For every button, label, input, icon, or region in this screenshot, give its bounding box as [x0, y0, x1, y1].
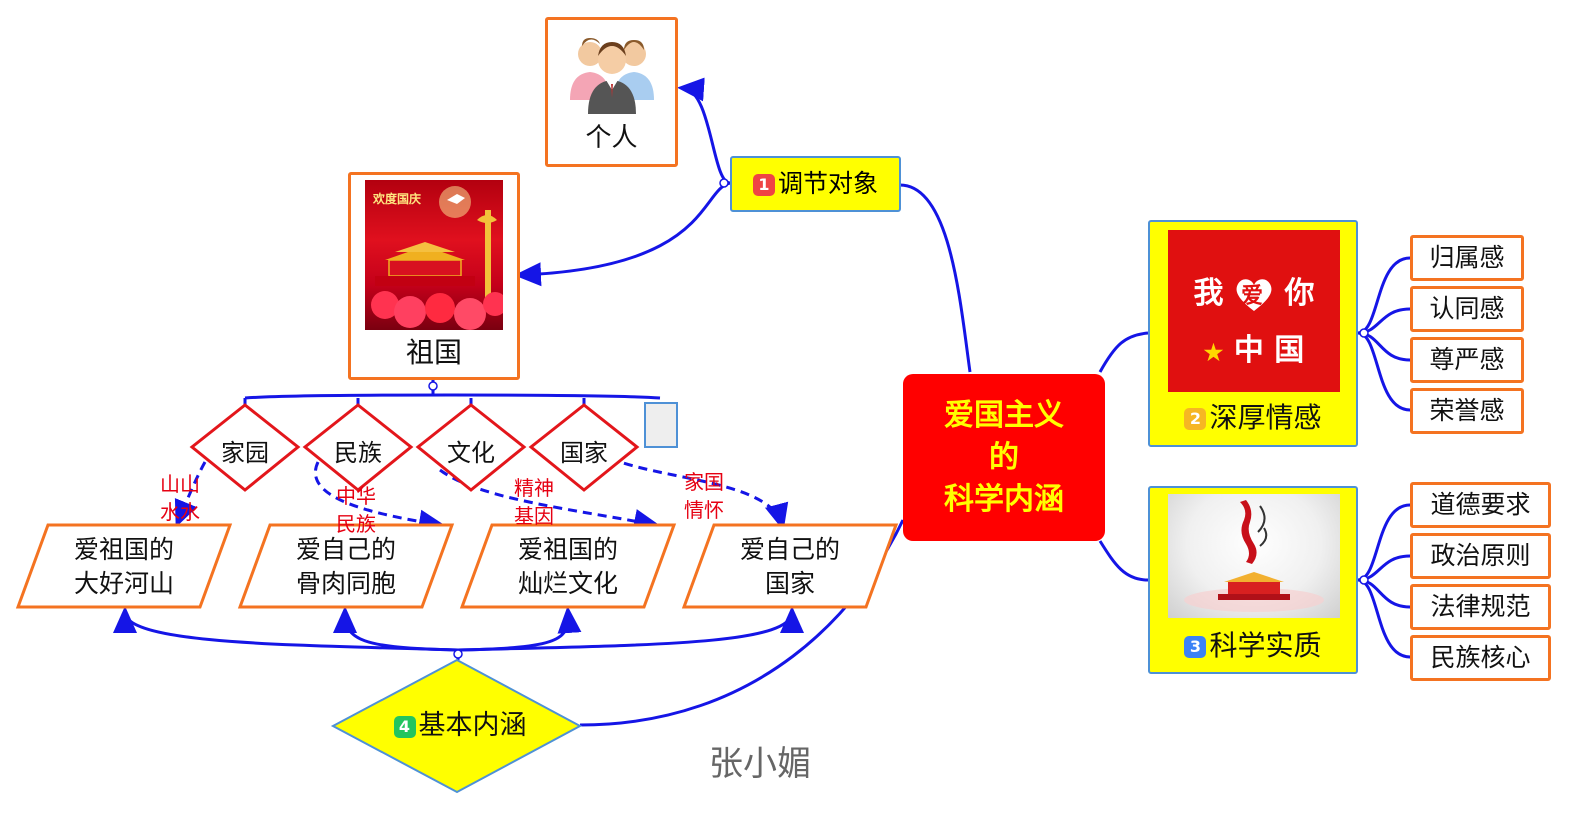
relation-label-2-line2: 民族: [336, 512, 376, 536]
node-motherland-label: 祖国: [405, 336, 462, 369]
love-text-1: 我: [1193, 276, 1224, 311]
meaning-1-line2: 大好河山: [73, 569, 174, 598]
meaning-4-line2: 国家: [764, 569, 815, 598]
node-person[interactable]: 个人: [545, 17, 678, 167]
feeling-identity[interactable]: 认同感: [1410, 286, 1524, 332]
relation-label-4-line1: 家国: [684, 470, 724, 494]
essence-legal[interactable]: 法律规范: [1410, 584, 1551, 630]
tiananmen-icon: [371, 186, 503, 330]
diamond-shape-4: [528, 403, 640, 492]
author-signature: 张小媚: [709, 744, 811, 784]
central-topic-line3: 科学内涵: [944, 481, 1064, 517]
badge-1: 1: [752, 174, 775, 196]
diamond-homeland[interactable]: 家园: [221, 439, 269, 467]
meaning-2-line1: 爱自己的: [295, 535, 396, 564]
china-art-image: [1168, 494, 1340, 618]
meaning-3-line1: 爱祖国的: [517, 535, 618, 564]
diamond-culture[interactable]: 文化: [447, 439, 495, 467]
feeling-belonging[interactable]: 归属感: [1410, 235, 1524, 281]
branch-basic-meaning-label: 基本内涵: [418, 710, 527, 741]
relation-label-4: 家国 情怀: [684, 468, 724, 524]
diamond-country[interactable]: 国家: [560, 439, 608, 467]
meaning-country[interactable]: 爱自己的 国家: [699, 533, 881, 601]
feeling-dignity[interactable]: 尊严感: [1410, 337, 1524, 383]
meaning-1-line1: 爱祖国的: [73, 535, 174, 564]
meaning-compatriots[interactable]: 爱自己的 骨肉同胞: [255, 533, 437, 601]
central-topic-line2: 的: [989, 439, 1019, 475]
people-icon: [569, 38, 654, 114]
diamond-shape-1: [189, 403, 301, 492]
meaning-culture[interactable]: 爱祖国的 灿烂文化: [477, 533, 659, 601]
branch-scientific-essence-label: 科学实质: [1209, 629, 1322, 662]
badge-2: 2: [1184, 408, 1207, 430]
parallelogram-shape-3: [459, 523, 677, 609]
relation-label-1: 山山 水水: [160, 470, 200, 526]
diamond-shape-3: [415, 403, 527, 492]
relation-label-1-line1: 山山: [160, 472, 200, 496]
empty-node: [644, 402, 678, 448]
meaning-2-line2: 骨肉同胞: [295, 569, 396, 598]
national-day-image: 欢度国庆: [365, 180, 503, 330]
red-ribbon-icon: [1184, 500, 1324, 612]
branch4-diamond-shape: [330, 658, 583, 794]
branch-deep-feeling-label: 深厚情感: [1209, 401, 1322, 434]
central-topic[interactable]: 爱国主义 的 科学内涵: [903, 374, 1105, 541]
love-text-3: 你: [1284, 276, 1315, 311]
heart-icon: 爱: [1234, 277, 1274, 313]
love-china-image: 我 爱 你 ★ 中 国: [1168, 230, 1340, 392]
branch-adjust-target-label: 调节对象: [777, 169, 878, 198]
node-motherland[interactable]: 欢度国庆 祖国: [348, 172, 520, 380]
badge-3: 3: [1184, 636, 1207, 658]
relation-label-4-line2: 情怀: [684, 498, 724, 522]
node-person-label: 个人: [585, 123, 638, 153]
star-icon: ★: [1203, 340, 1224, 366]
relation-label-2: 中华 民族: [336, 482, 376, 538]
relation-label-3-line2: 基因: [514, 504, 554, 528]
china-text: 中 国: [1233, 333, 1305, 368]
feeling-honor[interactable]: 荣誉感: [1410, 388, 1524, 434]
meaning-mountains-rivers[interactable]: 爱祖国的 大好河山: [33, 533, 215, 601]
essence-political[interactable]: 政治原则: [1410, 533, 1551, 579]
meaning-3-line2: 灿烂文化: [517, 569, 618, 598]
diamond-nation[interactable]: 民族: [334, 439, 382, 467]
essence-national-core[interactable]: 民族核心: [1410, 635, 1551, 681]
love-text-2: 爱: [1241, 283, 1264, 309]
essence-moral[interactable]: 道德要求: [1410, 482, 1551, 528]
relation-label-3-line1: 精神: [514, 476, 554, 500]
national-day-image-caption: 欢度国庆: [373, 192, 422, 206]
relation-label-3: 精神 基因: [514, 474, 554, 530]
parallelogram-shape-2: [237, 523, 455, 609]
diamond-shape-2: [302, 403, 414, 492]
parallelogram-shape-1: [15, 523, 233, 609]
parallelogram-shape-4: [681, 523, 899, 609]
central-topic-line1: 爱国主义: [944, 397, 1064, 433]
meaning-4-line1: 爱自己的: [739, 535, 840, 564]
relation-label-1-line2: 水水: [160, 500, 200, 524]
badge-4: 4: [393, 715, 416, 738]
relation-label-2-line1: 中华: [336, 484, 376, 508]
